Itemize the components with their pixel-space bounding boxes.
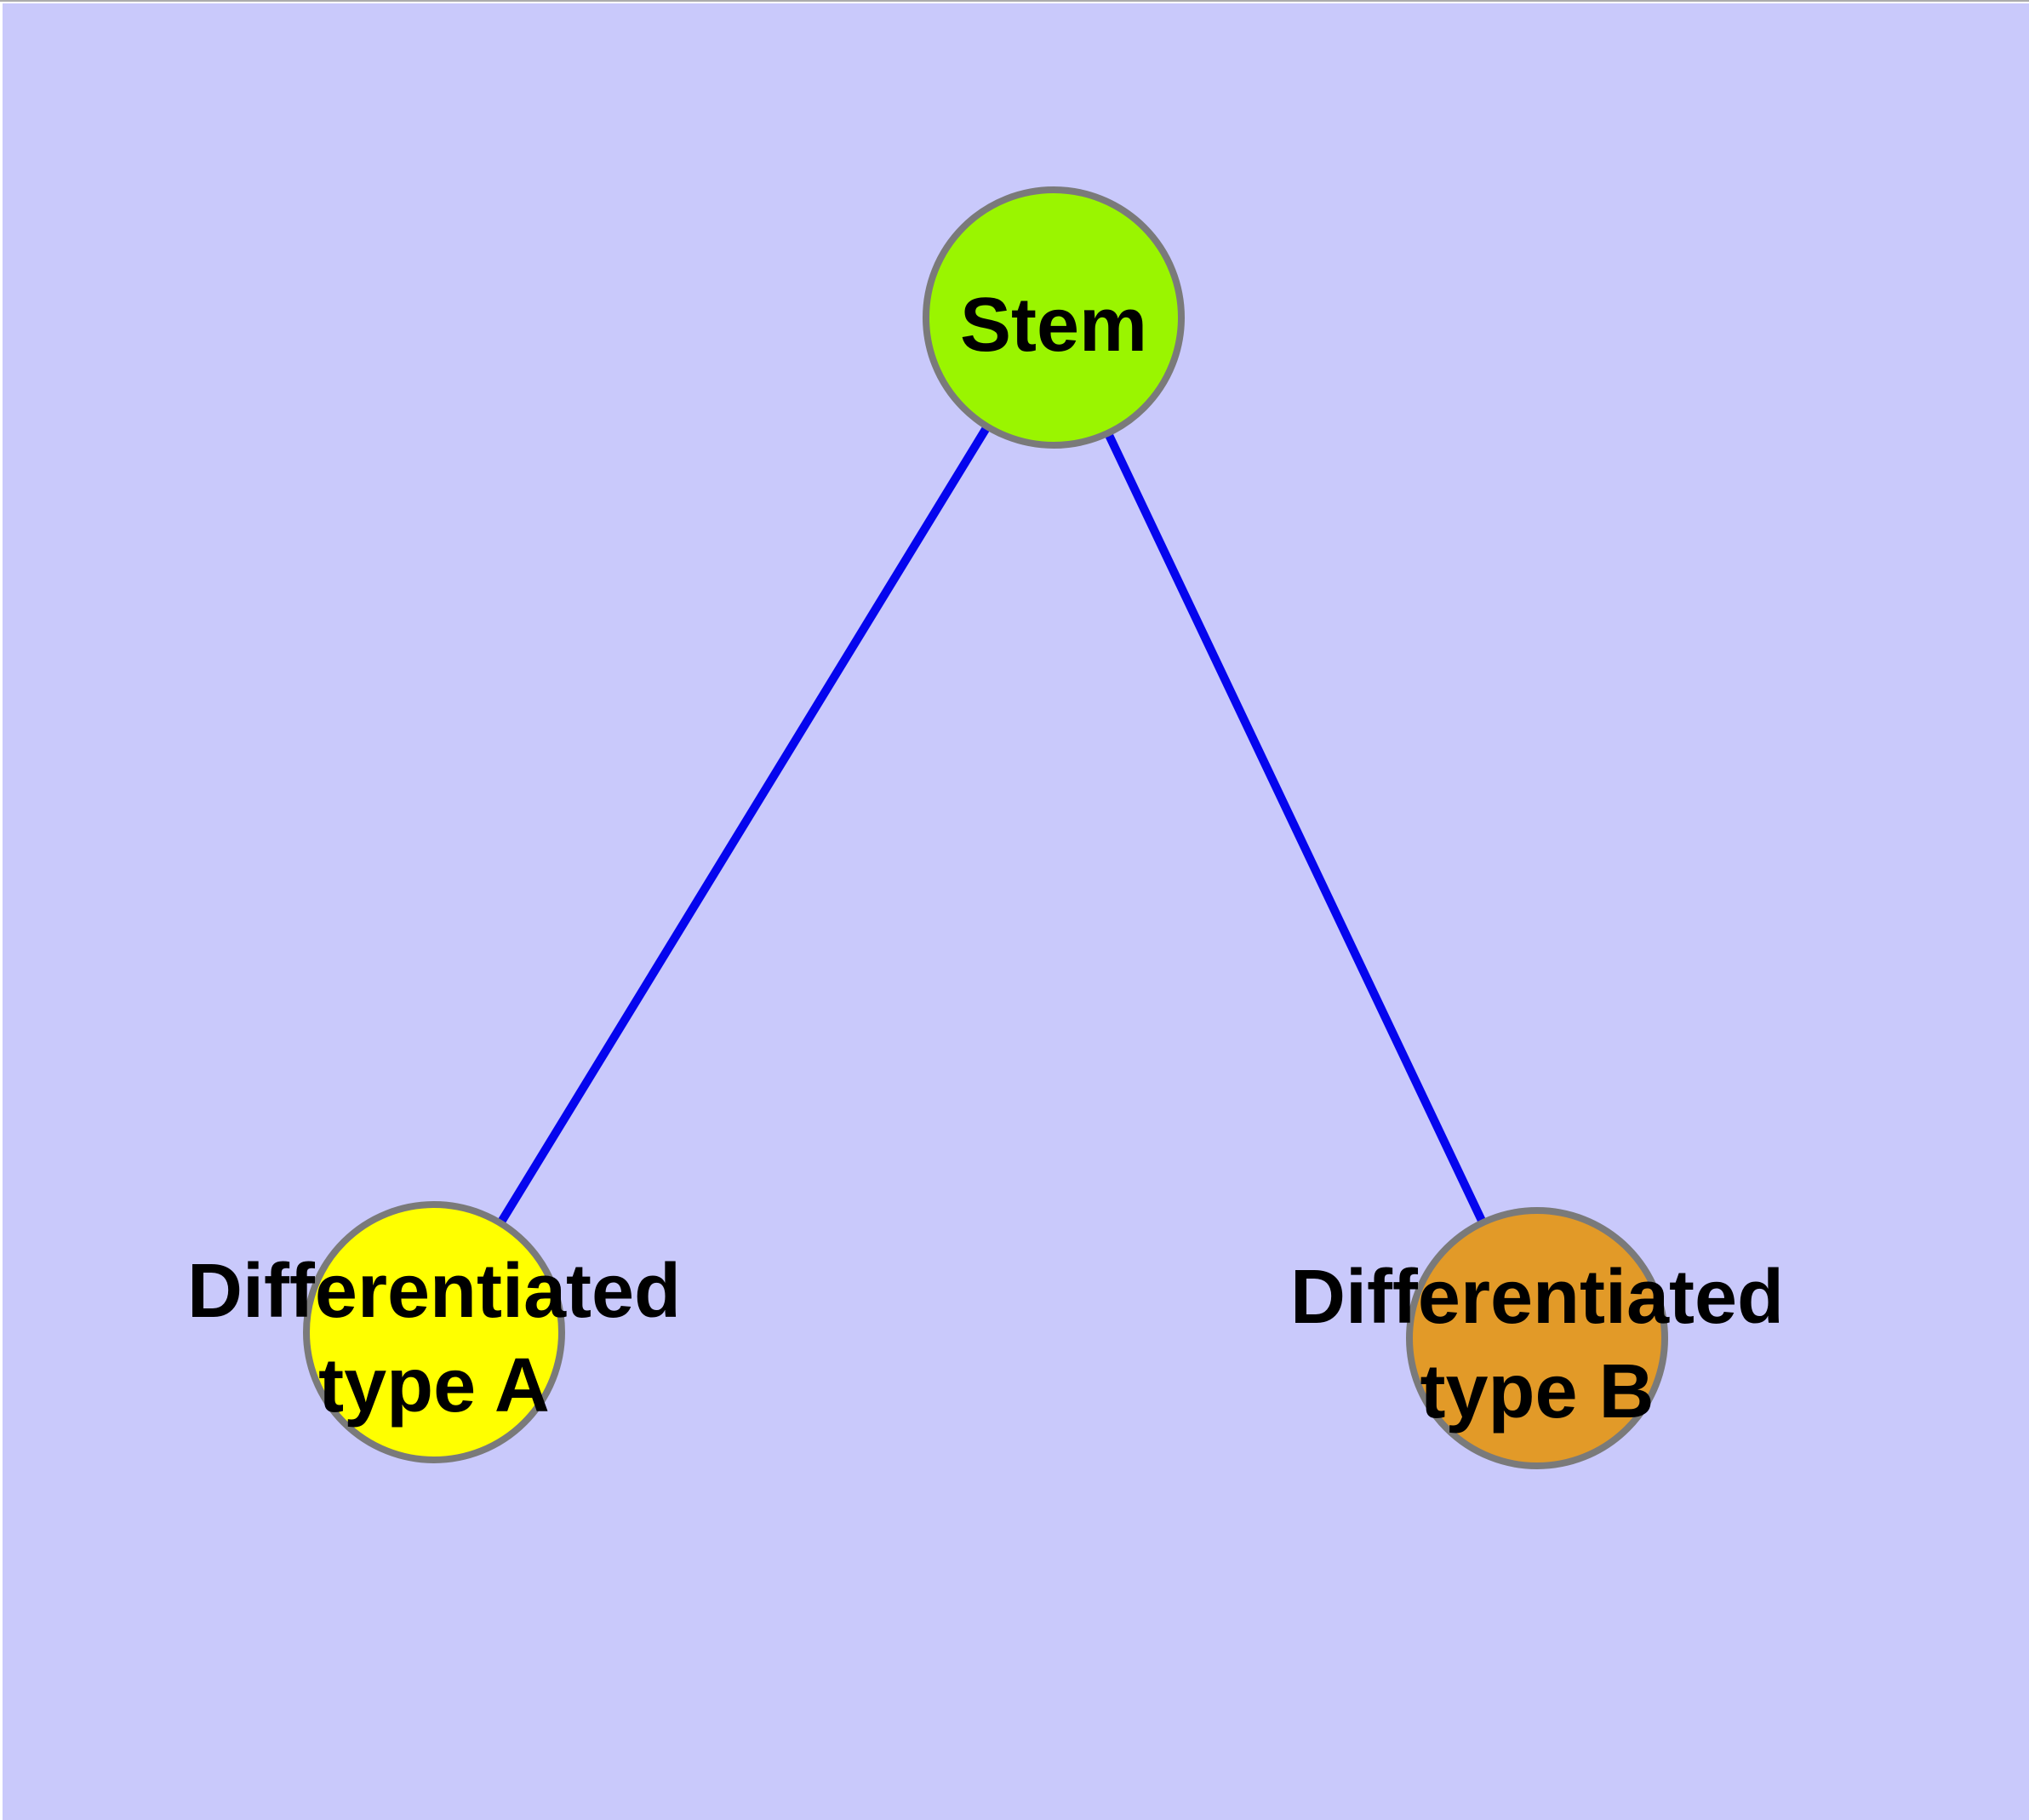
- node-stem-label: Stem: [960, 283, 1147, 368]
- edge-stem-to-type-a: [496, 424, 992, 1226]
- node-type-a-label-line1: Differentiated: [187, 1249, 681, 1334]
- top-hairline: [0, 0, 2029, 2]
- node-type-b-label-line2: type B: [1420, 1349, 1654, 1434]
- node-type-a-label-line2: type A: [318, 1343, 550, 1428]
- node-type-b-label-line1: Differentiated: [1290, 1255, 1784, 1340]
- node-type-b-circle: [1406, 1207, 1668, 1469]
- edge-stem-to-type-b: [1104, 431, 1487, 1225]
- node-stem-circle: [923, 186, 1185, 449]
- node-type-a-circle: [303, 1201, 565, 1463]
